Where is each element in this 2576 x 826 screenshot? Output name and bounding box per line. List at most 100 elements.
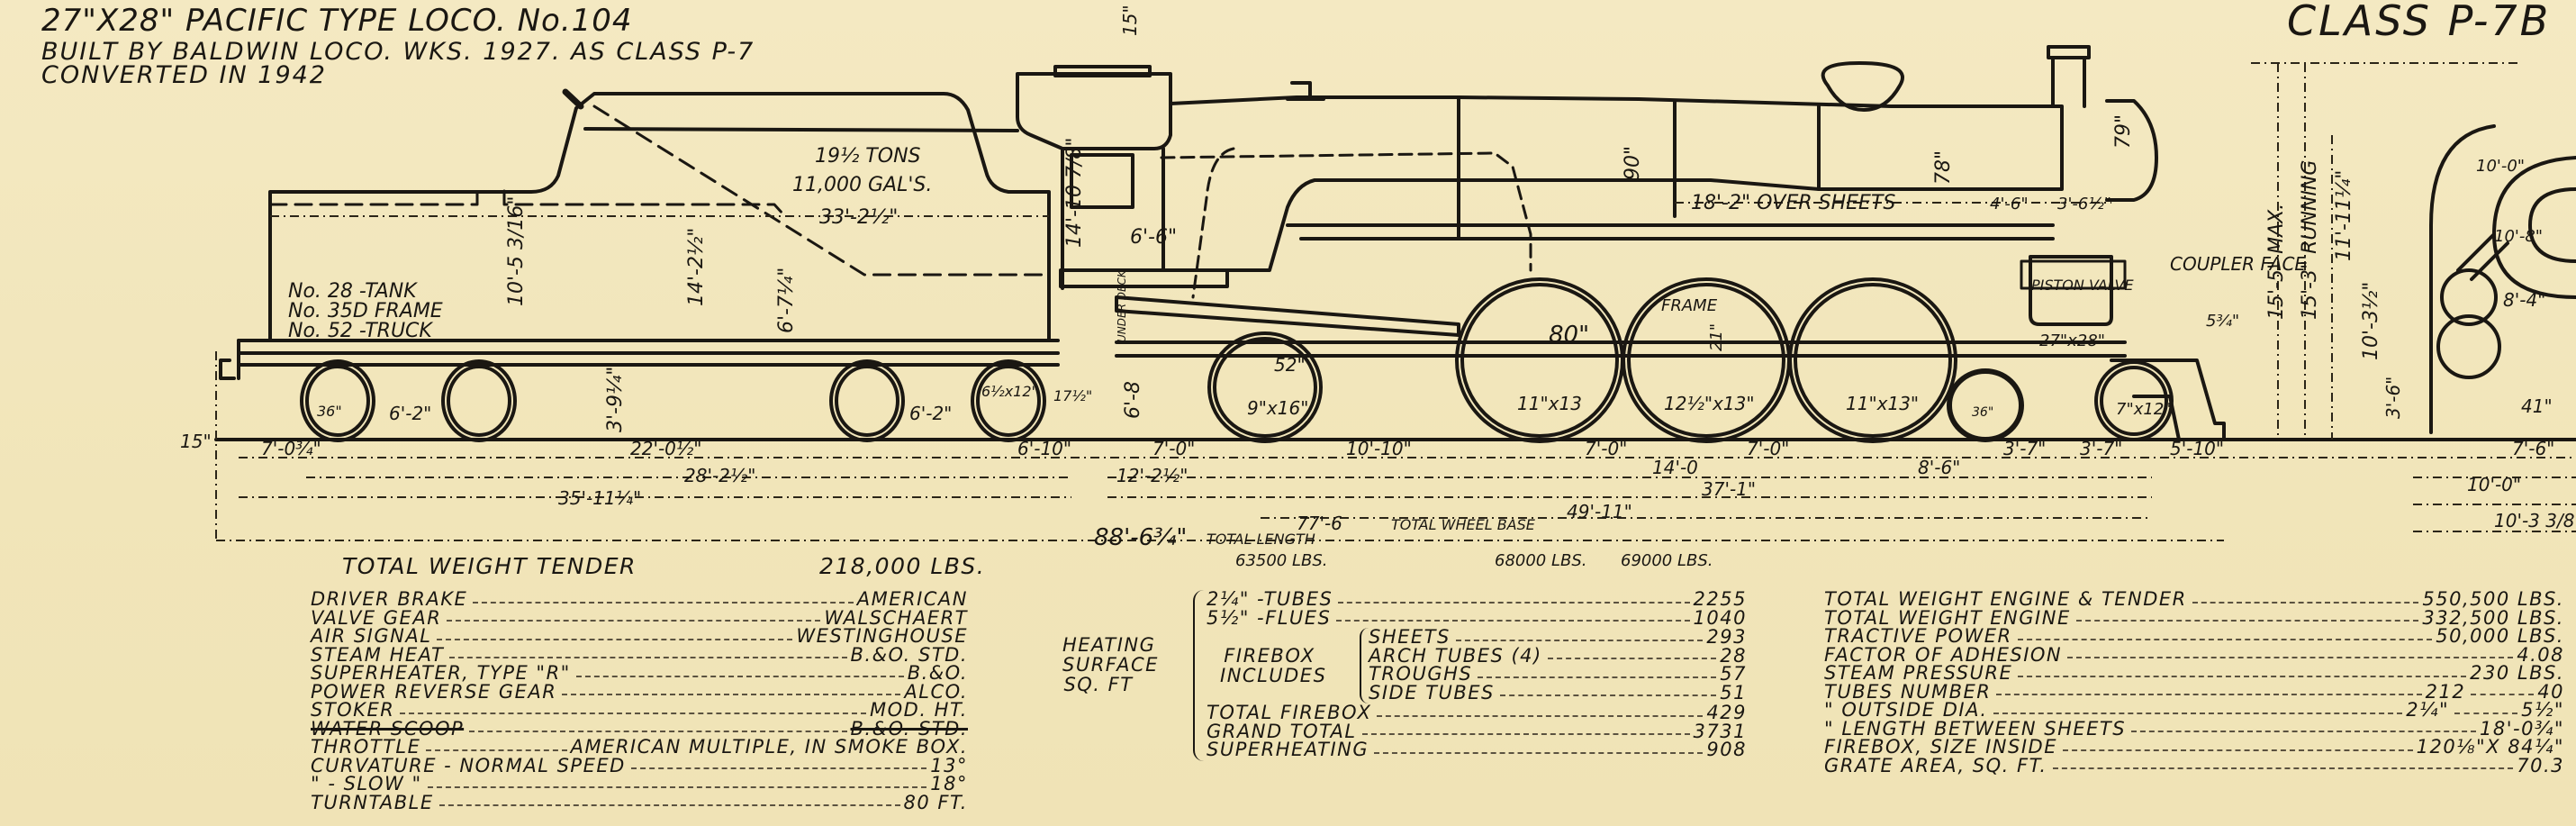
class-label: CLASS P-7B <box>2287 0 2552 45</box>
gap-dim: 17½" <box>1053 387 1092 404</box>
trailing-truck-frame <box>1115 295 1460 337</box>
dim-37-1: 37'-1" <box>1702 478 1756 500</box>
locomotive-elevation: 19½ TONS 11,000 GAL'S. 33'-2½" 10'-5 3/1… <box>180 5 2576 570</box>
spec-row-label: GRATE AREA, SQ. FT. <box>1824 754 2047 776</box>
spec-row-mid-value: 2¼" <box>2406 699 2450 721</box>
dim-7-0a: 7'-0" <box>1152 438 1195 459</box>
firebox-row-label: SHEETS <box>1369 626 1451 648</box>
dim-88: 88'-6¾" <box>1094 524 1187 551</box>
leader-line <box>400 712 867 714</box>
total-length: TOTAL LENGTH <box>1207 531 1315 548</box>
equipment-row-label: " - SLOW " <box>311 773 422 794</box>
lead-journal: 7"x12" <box>2116 400 2172 419</box>
dim-49-11: 49'-11" <box>1567 501 1632 522</box>
equipment-row-value: 18° <box>930 773 968 794</box>
leader-line <box>2018 675 2467 677</box>
dim-7-0c: 7'-0" <box>1747 438 1789 459</box>
equipment-row-value: AMERICAN MULTIPLE, IN SMOKE BOX. <box>570 736 968 758</box>
title-line-3: CONVERTED IN 1942 <box>41 61 327 89</box>
tender-weight-value: 218,000 LBS. <box>819 553 986 579</box>
height-3: 3'-6" <box>2382 377 2404 419</box>
heating-row-value: 2255 <box>1693 588 1747 610</box>
dim-7-0-3-4: 7'-0¾" <box>261 438 321 459</box>
spec-row: GRATE AREA, SQ. FT.70.3 <box>1824 754 2564 776</box>
deck-height: 6'-8 <box>1122 381 1144 419</box>
equipment-row-value: B.&O. STD. <box>850 643 968 666</box>
dim-28: 28'-2½" <box>684 465 755 486</box>
dim-8-6: 8'-6" <box>1918 457 1960 478</box>
spec-row-value: 18'-0¾" <box>2480 717 2564 740</box>
equipment-row-value: ALCO. <box>904 680 968 703</box>
leader-line <box>2067 657 2514 658</box>
tender-tank-no: No. 28 -TANK <box>288 280 418 303</box>
leader-line <box>2131 731 2477 732</box>
tender-frame-no: No. 35D FRAME <box>288 300 443 322</box>
heating-line-3: SQ. FT <box>1063 674 1134 695</box>
leader-line <box>1996 694 2422 695</box>
equipment-row-label: THROTTLE <box>311 736 421 758</box>
tender-journal: 6½x12" <box>981 383 1038 400</box>
firebox-row-label: ARCH TUBES (4) <box>1369 644 1542 667</box>
heating-total-row-value: 3731 <box>1693 720 1747 742</box>
height-10: 10'-3½" <box>2360 282 2382 360</box>
equipment-row-label: AIR SIGNAL <box>311 625 432 647</box>
tender-axle-b: 6'-2" <box>909 403 952 424</box>
leader-line <box>1478 676 1717 678</box>
dim-10-10: 10'-10" <box>1346 438 1412 459</box>
dim-6-10: 6'-10" <box>1017 438 1071 459</box>
dim-35: 35'-11¼" <box>558 487 641 509</box>
firebox-row: ARCH TUBES (4)28 <box>1369 644 1747 667</box>
spec-row-label: TOTAL WEIGHT ENGINE & TENDER <box>1824 588 2187 610</box>
leader-line <box>437 638 793 640</box>
firebox-includes-label: FIREBOX INCLUDES <box>1220 645 1325 685</box>
spec-row-value: 550,500 LBS. <box>2422 588 2564 610</box>
equipment-row: " - SLOW " 18° <box>311 775 968 794</box>
equipment-row-label: VALVE GEAR <box>311 606 442 629</box>
title-line-2: BUILT BY BALDWIN LOCO. WKS. 1927. AS CLA… <box>41 38 755 66</box>
heating-line-1: HEATING <box>1062 634 1156 656</box>
firebox-line-1: FIREBOX <box>1224 645 1315 667</box>
leader-line <box>1361 733 1690 735</box>
dim-12-2: 12'-2½" <box>1116 465 1188 486</box>
heating-surface-label: HEATING SURFACE SQ. FT <box>1062 634 1159 695</box>
front-w4: 41" <box>2521 395 2553 417</box>
equipment-row: SUPERHEATER, TYPE "R"B.&O. <box>311 664 968 683</box>
firebox-row-value: 51 <box>1720 681 1747 703</box>
heating-row-label: 5½" -FLUES <box>1207 606 1332 629</box>
dim-3-7a: 3'-7" <box>2003 438 2046 459</box>
lead-wheel-dia: 36" <box>1972 405 1993 420</box>
leader-line <box>427 785 927 788</box>
dim-14-0: 14'-0 <box>1652 457 1698 478</box>
coupler-dim: 5¾" <box>2206 312 2239 331</box>
equipment-row-label: DRIVER BRAKE <box>311 588 468 610</box>
heating-total-row-label: TOTAL FIREBOX <box>1207 702 1372 723</box>
journal-3: 11"x13" <box>1846 393 1919 414</box>
leader-line <box>2017 638 2433 640</box>
leader-line <box>447 620 821 622</box>
leader-line <box>449 657 847 658</box>
equipment-row-label: TURNTABLE <box>311 791 434 813</box>
boiler-height: 90" <box>1622 146 1644 180</box>
heating-brace <box>1193 590 1204 761</box>
tender-h3: 6'-7¼" <box>775 268 798 333</box>
dim-15: 15" <box>180 431 212 452</box>
spec-row-value: 5½" <box>2521 699 2564 721</box>
tender-axle-a: 6'-2" <box>389 403 431 424</box>
tender-wheel-dia: 36" <box>317 403 342 420</box>
spec-row-value: 40 <box>2537 680 2564 703</box>
equipment-row-label: SUPERHEATER, TYPE "R" <box>311 662 571 684</box>
spec-row-label: FACTOR OF ADHESION <box>1824 643 2063 666</box>
height-max: 15'-5" MAX. <box>2265 204 2288 320</box>
heating-line-2: SURFACE <box>1062 654 1159 676</box>
